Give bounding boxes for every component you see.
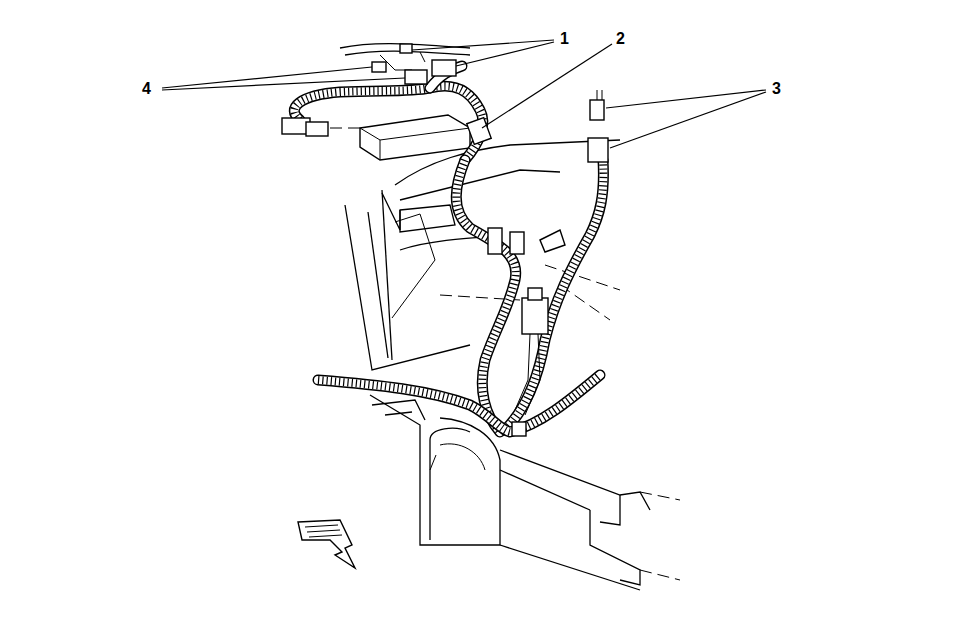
leader-lines — [162, 40, 766, 148]
upper-harness — [294, 44, 483, 160]
callout-number: 3 — [770, 80, 783, 98]
control-module — [360, 115, 470, 160]
connectors-top — [282, 44, 491, 144]
lower-harness — [318, 375, 600, 436]
center-harness — [456, 160, 565, 432]
wheelhouse — [370, 395, 680, 590]
callout-number: 2 — [614, 30, 627, 48]
callout-number: 1 — [558, 30, 571, 48]
direction-arrow — [298, 520, 355, 568]
callout-number: 4 — [140, 80, 153, 98]
relay-connector — [515, 288, 548, 415]
